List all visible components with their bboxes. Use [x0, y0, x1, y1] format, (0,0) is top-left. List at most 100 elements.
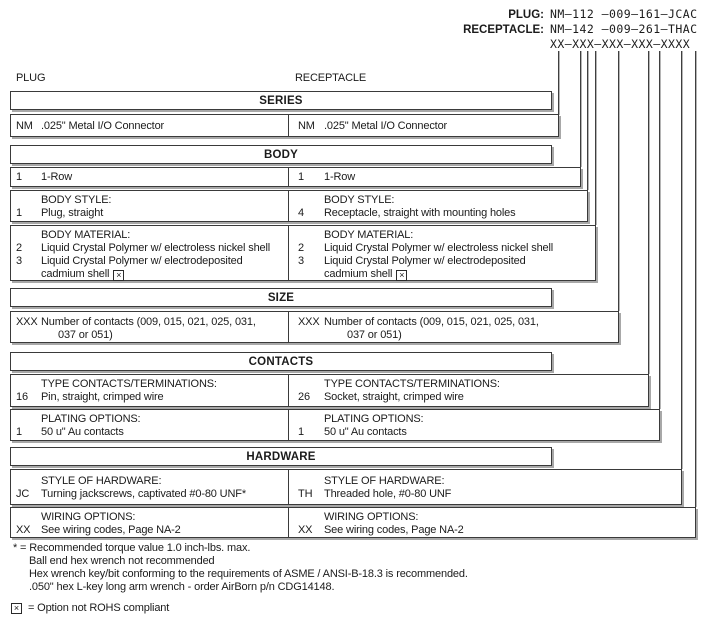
contacts-header: CONTACTS — [10, 352, 552, 371]
hardware-header: HARDWARE — [10, 447, 552, 466]
wiring-receptacle-desc: See wiring codes, Page NA-2 — [324, 524, 464, 536]
plug-column-label: PLUG — [16, 72, 46, 84]
series-receptacle-cell: NM .025" Metal I/O Connector — [289, 115, 558, 136]
contact-type-plug-label: TYPE CONTACTS/TERMINATIONS: — [41, 378, 217, 390]
connector-line-body-row — [580, 51, 581, 167]
size-receptacle-code: XXX — [298, 316, 320, 328]
series-header: SERIES — [10, 91, 552, 110]
body-row-receptacle-desc: 1-Row — [324, 171, 356, 183]
body-material-receptacle-desc-2: Liquid Crystal Polymer w/ electroless ni… — [324, 242, 554, 254]
plating-receptacle-label: PLATING OPTIONS: — [324, 413, 424, 425]
plating-plug-desc: 50 u" Au contacts — [41, 426, 124, 438]
hardware-style-plug-desc: Turning jackscrews, captivated #0-80 UNF… — [41, 488, 246, 500]
body-style-plug-cell: BODY STYLE: 1 Plug, straight — [11, 191, 288, 221]
hardware-style-receptacle-cell: STYLE OF HARDWARE: TH Threaded hole, #0-… — [289, 470, 681, 504]
body-header: BODY — [10, 145, 552, 164]
body-material-plug-desc-3: Liquid Crystal Polymer w/ electrodeposit… — [41, 255, 243, 267]
plating-row: PLATING OPTIONS: 1 50 u" Au contacts PLA… — [10, 409, 660, 441]
body-row-plug-cell: 1 1-Row — [11, 168, 288, 186]
not-rohs-icon: × — [113, 270, 125, 281]
contact-type-row: TYPE CONTACTS/TERMINATIONS: 16 Pin, stra… — [10, 374, 649, 407]
contact-type-plug-desc: Pin, straight, crimped wire — [41, 391, 164, 403]
size-plug-code: XXX — [16, 316, 38, 328]
contact-type-plug-code: 16 — [16, 391, 28, 403]
wiring-receptacle-cell: WIRING OPTIONS: XX See wiring codes, Pag… — [289, 508, 695, 537]
plug-part-number-label: PLUG: — [508, 9, 544, 21]
hardware-style-receptacle-code: TH — [298, 488, 313, 500]
body-style-plug-code: 1 — [16, 207, 22, 219]
plating-plug-code: 1 — [16, 426, 22, 438]
body-material-plug-cell: BODY MATERIAL: 2 Liquid Crystal Polymer … — [11, 226, 288, 281]
body-material-plug-label: BODY MATERIAL: — [41, 229, 131, 241]
column-divider — [288, 508, 289, 537]
hardware-style-plug-cell: STYLE OF HARDWARE: JC Turning jackscrews… — [11, 470, 288, 504]
size-plug-desc-cont: 037 or 051) — [58, 329, 113, 341]
footnote-line-4: .050" hex L-key long arm wrench - order … — [29, 581, 335, 593]
rohs-footnote: × = Option not ROHS compliant — [11, 602, 169, 615]
body-style-row: BODY STYLE: 1 Plug, straight BODY STYLE:… — [10, 190, 588, 222]
part-number-pattern: XX–XXX–XXX–XXX–XXXX — [550, 37, 691, 51]
footnote-line-2: Ball end hex wrench not recommended — [29, 555, 215, 567]
hardware-style-receptacle-desc: Threaded hole, #0-80 UNF — [324, 488, 452, 500]
plating-receptacle-code: 1 — [298, 426, 304, 438]
footnote-star-prefix: * = — [13, 542, 27, 554]
body-material-row: BODY MATERIAL: 2 Liquid Crystal Polymer … — [10, 225, 596, 281]
series-plug-code: NM — [16, 120, 33, 132]
receptacle-column-label: RECEPTACLE — [295, 72, 367, 84]
receptacle-part-number-value: NM–142 –009–261–THAC — [550, 22, 698, 36]
wiring-plug-cell: WIRING OPTIONS: XX See wiring codes, Pag… — [11, 508, 288, 537]
wiring-plug-code: XX — [16, 524, 31, 536]
column-divider — [288, 115, 289, 136]
body-style-plug-desc: Plug, straight — [41, 207, 104, 219]
body-material-receptacle-code-2: 2 — [298, 242, 304, 254]
body-material-plug-desc-2: Liquid Crystal Polymer w/ electroless ni… — [41, 242, 271, 254]
footnote-line-3: Hex wrench key/bit conforming to the req… — [29, 568, 468, 580]
hardware-style-plug-label: STYLE OF HARDWARE: — [41, 475, 162, 487]
column-divider — [288, 470, 289, 504]
contact-type-receptacle-desc: Socket, straight, crimped wire — [324, 391, 464, 403]
column-divider — [288, 168, 289, 186]
connector-line-contact-type — [648, 51, 649, 374]
contact-type-receptacle-cell: TYPE CONTACTS/TERMINATIONS: 26 Socket, s… — [289, 375, 648, 406]
series-row: NM .025" Metal I/O Connector NM .025" Me… — [10, 114, 559, 137]
body-row-plug-desc: 1-Row — [41, 171, 73, 183]
body-row-count-row: 1 1-Row 1 1-Row — [10, 167, 581, 187]
body-style-plug-label: BODY STYLE: — [41, 194, 112, 206]
hardware-style-plug-code: JC — [16, 488, 30, 500]
column-divider — [288, 375, 289, 406]
plug-part-number-line: PLUG: NM–112 –009–161–JCAC — [440, 8, 697, 22]
connector-line-body-style — [587, 51, 588, 190]
wiring-row: WIRING OPTIONS: XX See wiring codes, Pag… — [10, 507, 696, 538]
torque-footnote: * = Recommended torque value 1.0 inch-lb… — [13, 542, 468, 594]
size-receptacle-cell: XXX Number of contacts (009, 015, 021, 0… — [289, 312, 618, 342]
body-row-receptacle-code: 1 — [298, 171, 304, 183]
connector-line-size — [618, 51, 619, 311]
body-material-receptacle-code-3: 3 — [298, 255, 304, 267]
size-receptacle-desc: Number of contacts (009, 015, 021, 025, … — [324, 316, 539, 328]
contact-type-plug-cell: TYPE CONTACTS/TERMINATIONS: 16 Pin, stra… — [11, 375, 288, 406]
series-plug-cell: NM .025" Metal I/O Connector — [11, 115, 288, 136]
column-divider — [288, 410, 289, 440]
body-row-plug-code: 1 — [16, 171, 22, 183]
connector-line-plating — [659, 51, 660, 409]
wiring-plug-desc: See wiring codes, Page NA-2 — [41, 524, 181, 536]
series-receptacle-desc: .025" Metal I/O Connector — [324, 120, 448, 132]
size-header: SIZE — [10, 288, 552, 307]
body-material-receptacle-label: BODY MATERIAL: — [324, 229, 414, 241]
receptacle-part-number-line: RECEPTACLE: NM–142 –009–261–THAC — [440, 23, 697, 37]
size-row: XXX Number of contacts (009, 015, 021, 0… — [10, 311, 619, 343]
body-style-receptacle-cell: BODY STYLE: 4 Receptacle, straight with … — [289, 191, 587, 221]
plating-receptacle-desc: 50 u" Au contacts — [324, 426, 407, 438]
contact-type-receptacle-label: TYPE CONTACTS/TERMINATIONS: — [324, 378, 500, 390]
connector-line-hardware-style — [681, 51, 682, 469]
size-plug-cell: XXX Number of contacts (009, 015, 021, 0… — [11, 312, 288, 342]
body-material-plug-code-3: 3 — [16, 255, 22, 267]
column-divider — [288, 191, 289, 221]
hardware-style-row: STYLE OF HARDWARE: JC Turning jackscrews… — [10, 469, 682, 505]
body-material-receptacle-desc-3: Liquid Crystal Polymer w/ electrodeposit… — [324, 255, 526, 267]
body-material-receptacle-cell: BODY MATERIAL: 2 Liquid Crystal Polymer … — [289, 226, 595, 281]
series-plug-desc: .025" Metal I/O Connector — [41, 120, 165, 132]
body-style-receptacle-code: 4 — [298, 207, 304, 219]
hardware-style-receptacle-label: STYLE OF HARDWARE: — [324, 475, 445, 487]
column-divider — [288, 312, 289, 342]
